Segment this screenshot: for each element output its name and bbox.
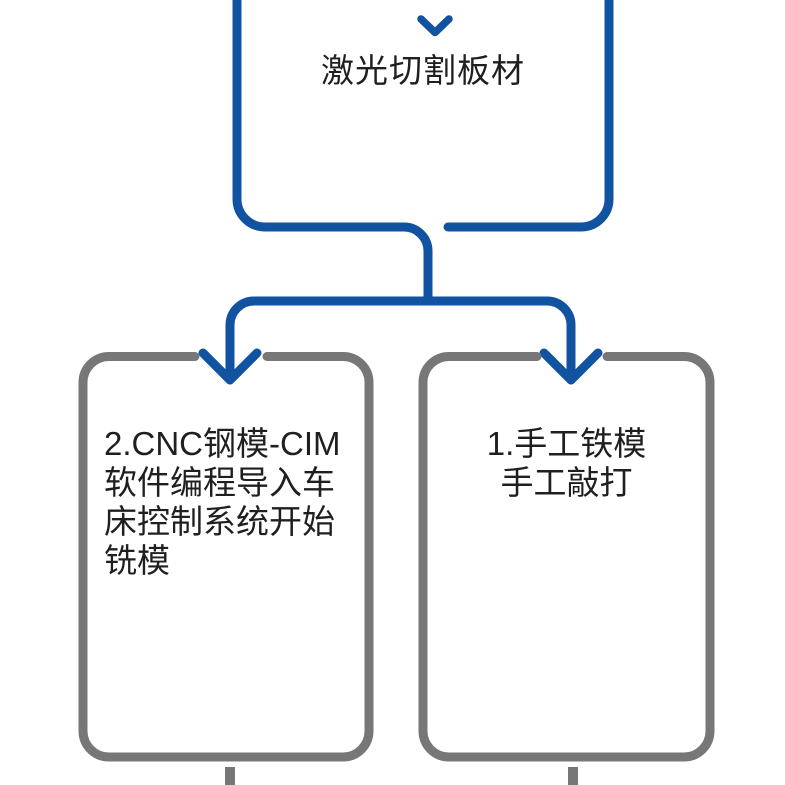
branch-connector [225, 296, 576, 385]
left-node-border [78, 352, 374, 762]
top-node-border-left [232, 0, 433, 306]
right-node-border [418, 352, 715, 762]
gray-node-group [78, 352, 715, 785]
right-node-text: 1.手工铁模 手工敲打 [486, 425, 647, 501]
blue-connector-group [198, 0, 614, 385]
arrow-down-icon-left [198, 348, 262, 385]
arrow-down-icon-right [539, 348, 603, 385]
top-node-label: 激光切割板材 [321, 52, 525, 89]
chevron-down-icon [417, 15, 453, 37]
top-node-border-right [443, 0, 614, 232]
left-node-text: 2.CNC钢模-CIM 软件编程导入车 床控制系统开始 铣模 [104, 425, 341, 579]
